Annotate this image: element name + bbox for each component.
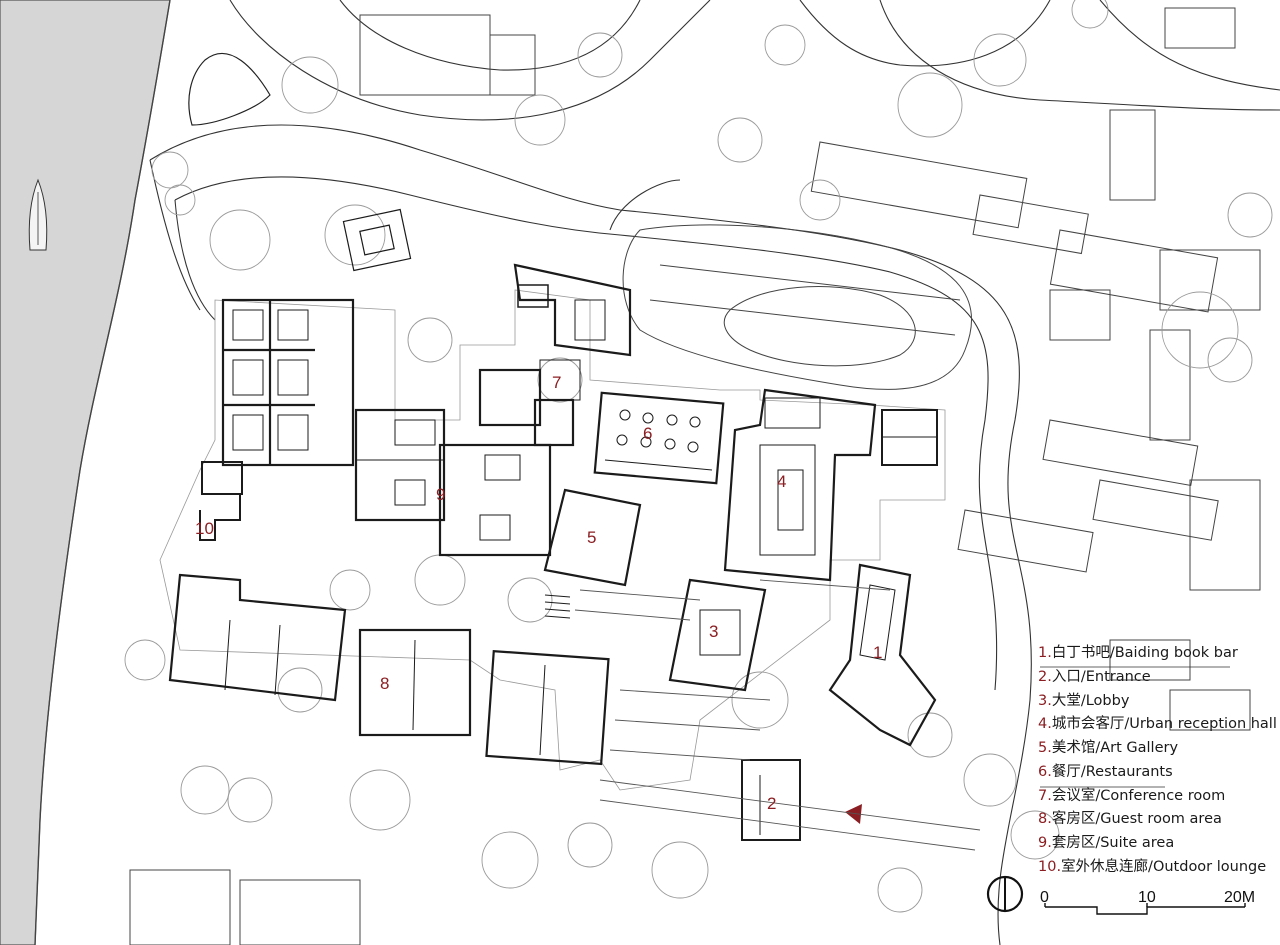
entrance-marker-icon (845, 804, 862, 824)
zone-label: 9 (436, 485, 445, 504)
riverbank-line (34, 0, 171, 945)
scale-tick-0: 0 (1040, 889, 1049, 906)
legend-dividers (1040, 666, 1230, 788)
zone-label: 5 (587, 528, 596, 547)
legend-number: 7. (1038, 788, 1052, 804)
zone-labels: 1 2 3 4 5 6 7 8 9 10 (195, 373, 882, 813)
legend-item: 2.入口/Entrance (1038, 668, 1151, 686)
legend-item: 8.客房区/Guest room area (1038, 810, 1222, 828)
legend-item: 3.大堂/Lobby (1038, 692, 1129, 710)
legend-text: 大堂/Lobby (1051, 693, 1130, 709)
legend-text: 入口/Entrance (1051, 669, 1151, 685)
buildings (159, 208, 981, 851)
legend-text: 会议室/Conference room (1051, 788, 1226, 804)
zone-label: 1 (873, 643, 882, 662)
legend-number: 4. (1038, 716, 1052, 732)
landscape-court (622, 224, 973, 390)
legend-number: 6. (1038, 764, 1052, 780)
perimeter-roads (149, 0, 1280, 945)
zone-label: 7 (552, 373, 561, 392)
legend-item: 4.城市会客厅/Urban reception hall (1038, 715, 1277, 733)
legend-text: 餐厅/Restaurants (1051, 764, 1173, 780)
zone-label: 2 (767, 794, 776, 813)
legend-item: 6.餐厅/Restaurants (1038, 763, 1173, 781)
trees (124, 0, 1273, 913)
scale-bar (1044, 903, 1246, 915)
legend-item: 7.会议室/Conference room (1038, 787, 1225, 805)
legend-number: 9. (1038, 835, 1052, 851)
legend-item: 5.美术馆/Art Gallery (1038, 739, 1178, 757)
legend-text: 套房区/Suite area (1051, 835, 1175, 851)
legend-number: 2. (1038, 669, 1052, 685)
neighbor-buildings (129, 7, 1261, 945)
legend-number: 8. (1038, 811, 1052, 827)
zone-label: 4 (777, 472, 786, 491)
zone-label: 10 (195, 519, 214, 538)
legend-text: 白丁书吧/Baiding book bar (1051, 645, 1238, 661)
zone-label: 8 (380, 674, 389, 693)
legend-text: 室外休息连廊/Outdoor lounge (1061, 859, 1267, 875)
legend-item: 9.套房区/Suite area (1038, 834, 1174, 852)
river (0, 0, 171, 945)
zone-label: 6 (643, 424, 652, 443)
legend-text: 城市会客厅/Urban reception hall (1051, 716, 1277, 732)
scale-tick-10: 10 (1138, 889, 1156, 906)
legend-number: 10. (1038, 859, 1062, 875)
legend-text: 客房区/Guest room area (1051, 811, 1222, 827)
legend-number: 3. (1038, 693, 1052, 709)
legend-text: 美术馆/Art Gallery (1051, 740, 1179, 756)
legend-item: 10.室外休息连廊/Outdoor lounge (1038, 858, 1266, 876)
legend-number: 5. (1038, 740, 1052, 756)
legend-number: 1. (1038, 645, 1052, 661)
legend-item: 1.白丁书吧/Baiding book bar (1038, 644, 1238, 662)
pond (188, 53, 271, 126)
zone-label: 3 (709, 622, 718, 641)
north-arrow-icon (986, 875, 1024, 913)
scale-tick-20m: 20M (1224, 889, 1255, 906)
